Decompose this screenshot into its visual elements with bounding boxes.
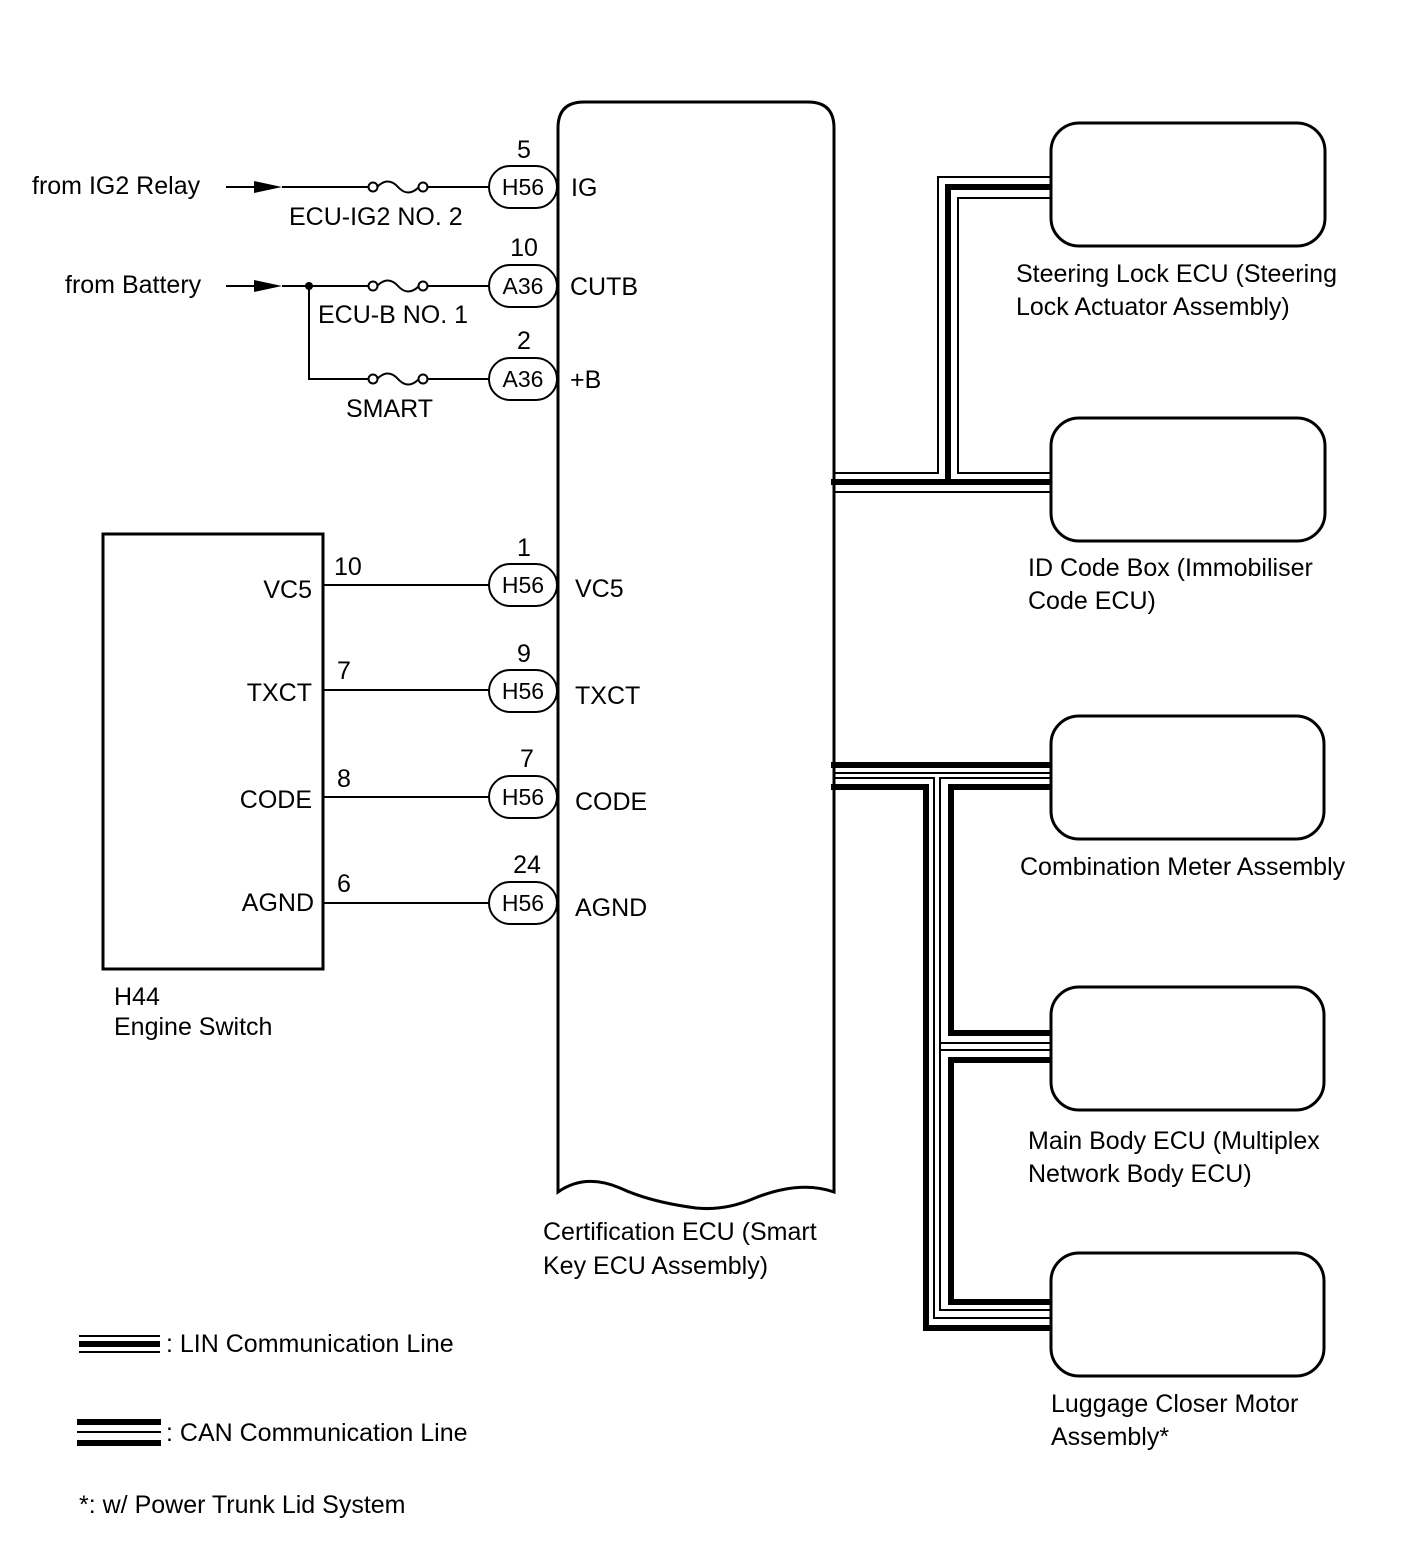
certification-ecu-body — [556, 100, 836, 1210]
connector-id: H56 — [502, 678, 544, 704]
switch-pin-name: TXCT — [247, 679, 312, 707]
fuse-smart-label: SMART — [346, 395, 433, 423]
fuse-icon — [367, 372, 429, 386]
from-ig2-relay-label: from IG2 Relay — [32, 172, 201, 200]
legend-lin-label: : LIN Communication Line — [166, 1330, 454, 1358]
module-label-line2: Lock Actuator Assembly) — [1016, 293, 1290, 321]
pin-name: IG — [571, 174, 597, 202]
module-label-line1: Combination Meter Assembly — [1020, 853, 1346, 881]
module-label-line1: Luggage Closer Motor — [1051, 1390, 1298, 1418]
signal-agnd: AGND 6 24 H56 AGND — [242, 851, 647, 925]
pin-number: 10 — [510, 234, 538, 262]
fuse-ecu-ig2-label: ECU-IG2 NO. 2 — [289, 203, 463, 231]
switch-pin-name: VC5 — [263, 576, 312, 604]
legend-can-label: : CAN Communication Line — [166, 1419, 468, 1447]
legend-lin: : LIN Communication Line — [79, 1330, 454, 1358]
switch-pin-name: AGND — [242, 889, 314, 917]
connector-badge — [488, 264, 558, 308]
module-label-line1: Steering Lock ECU (Steering — [1016, 260, 1337, 288]
switch-pin-number: 7 — [337, 657, 351, 685]
pin-name: CUTB — [570, 273, 638, 301]
connector-id: H56 — [502, 174, 544, 200]
signal-vc5: VC5 10 1 H56 VC5 — [263, 534, 624, 607]
switch-pin-number: 6 — [337, 870, 351, 898]
pin-name: VC5 — [575, 575, 624, 603]
switch-pin-number: 8 — [337, 765, 351, 793]
module-combination-meter: Combination Meter Assembly — [1020, 714, 1346, 881]
ecu-label-line1: Certification ECU (Smart — [543, 1218, 817, 1246]
fuse-icon — [367, 180, 429, 194]
connector-badge — [488, 357, 558, 401]
legend-can: : CAN Communication Line — [77, 1419, 468, 1447]
module-label-line1: ID Code Box (Immobiliser — [1028, 554, 1313, 582]
pin-number: 1 — [517, 534, 531, 562]
connector-badge — [488, 563, 558, 607]
pin-number: 5 — [517, 136, 531, 164]
engine-switch-id: H44 — [114, 983, 160, 1011]
fuse-ecu-b-label: ECU-B NO. 1 — [318, 301, 468, 329]
pin-number: 7 — [520, 745, 534, 773]
engine-switch-box — [101, 532, 325, 971]
module-label-line2: Code ECU) — [1028, 587, 1156, 615]
pin-name: TXCT — [575, 682, 640, 710]
connector-id: A36 — [503, 366, 544, 392]
module-id-code-box: ID Code Box (Immobiliser Code ECU) — [1028, 416, 1327, 615]
connector-badge — [488, 775, 558, 819]
connector-id: H56 — [502, 784, 544, 810]
module-label-line2: Network Body ECU) — [1028, 1160, 1252, 1188]
ecu-label-line2: Key ECU Assembly) — [543, 1252, 768, 1280]
switch-pin-number: 10 — [334, 553, 362, 581]
module-main-body-ecu: Main Body ECU (Multiplex Network Body EC… — [1028, 985, 1326, 1188]
pin-number: 24 — [513, 851, 541, 879]
connector-id: A36 — [503, 273, 544, 299]
ecu-pin-ig: 5 H56 IG — [488, 136, 597, 209]
pin-name: AGND — [575, 894, 647, 922]
module-label-line1: Main Body ECU (Multiplex — [1028, 1127, 1320, 1155]
ig2-arrow-icon — [254, 181, 282, 193]
pin-name: CODE — [575, 788, 647, 816]
fuse-icon — [367, 279, 429, 293]
connector-badge — [488, 165, 558, 209]
pin-number: 2 — [517, 327, 531, 355]
connector-badge — [488, 881, 558, 925]
connector-id: H56 — [502, 890, 544, 916]
pin-number: 9 — [517, 640, 531, 668]
connector-id: H56 — [502, 572, 544, 598]
ecu-pin-b: 2 A36 +B — [488, 327, 601, 401]
battery-arrow-icon — [254, 280, 282, 292]
module-label-line2: Assembly* — [1051, 1423, 1169, 1451]
pin-name: +B — [570, 366, 601, 394]
signal-code: CODE 8 7 H56 CODE — [240, 745, 647, 819]
footnote: *: w/ Power Trunk Lid System — [79, 1491, 406, 1519]
can-bus — [831, 762, 1053, 1331]
switch-pin-name: CODE — [240, 786, 312, 814]
module-steering-lock-ecu: Steering Lock ECU (Steering Lock Actuato… — [1016, 121, 1337, 321]
connector-badge — [488, 669, 558, 713]
signal-txct: TXCT 7 9 H56 TXCT — [247, 640, 640, 713]
module-luggage-closer-motor: Luggage Closer Motor Assembly* — [1049, 1251, 1326, 1451]
from-battery-label: from Battery — [65, 271, 202, 299]
ecu-pin-cutb: 10 A36 CUTB — [488, 234, 638, 308]
engine-switch-name: Engine Switch — [114, 1013, 272, 1041]
lin-bus — [831, 176, 1053, 493]
